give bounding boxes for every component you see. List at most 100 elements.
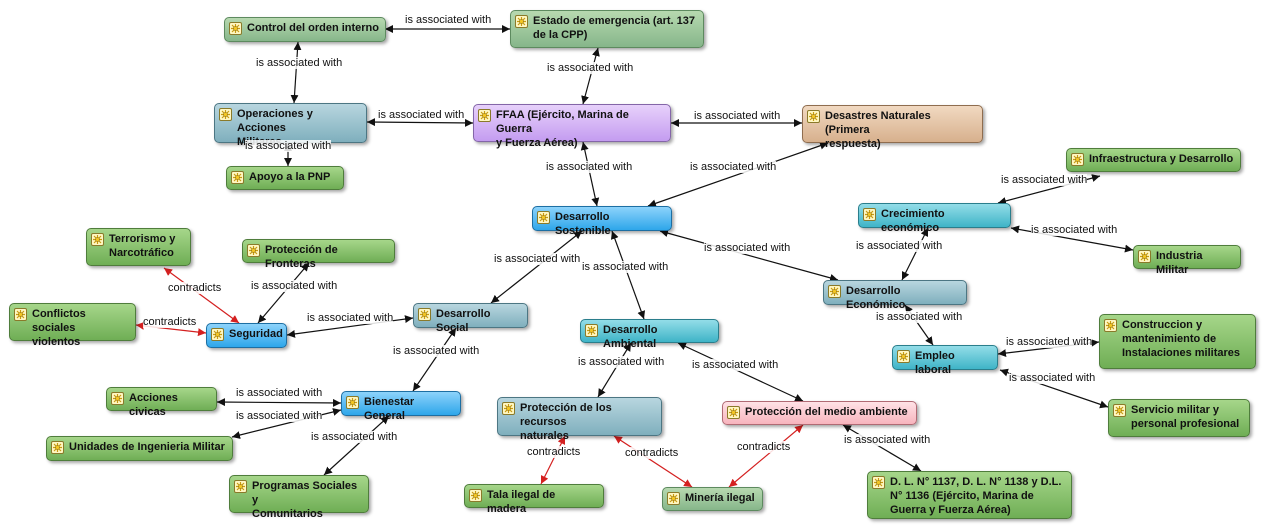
concept-icon [231, 171, 244, 184]
node-acciones[interactable]: Acciones civicas [106, 387, 217, 418]
node-label: Crecimiento económico [881, 208, 945, 234]
node-terrorismo[interactable]: Terrorismo y Narcotráfico [86, 228, 191, 266]
edge-label: is associated with [378, 109, 465, 121]
node-control[interactable]: Control del orden interno [224, 17, 386, 42]
edge-label: contradicts [527, 446, 581, 458]
concept-icon [727, 406, 740, 419]
node-desocial[interactable]: Desarrollo Social [413, 303, 528, 334]
edge-label: contradicts [625, 447, 679, 459]
concept-icon [469, 489, 482, 502]
node-label: Desarrollo Económico [846, 285, 906, 311]
node-label: Construccion y mantenimiento de Instalac… [1122, 319, 1240, 359]
node-conflictos[interactable]: Conflictos sociales violentos [9, 303, 136, 348]
edge-desambiental-proteccionrec [597, 342, 632, 398]
node-crecimiento[interactable]: Crecimiento económico [858, 203, 1011, 234]
concept-icon [872, 476, 885, 489]
edge-label: is associated with [578, 356, 665, 368]
edge-label: is associated with [1031, 224, 1118, 236]
edge-label: is associated with [547, 62, 634, 74]
edge-label: contradicts [143, 316, 197, 328]
edge-proteccionrec-tala [540, 435, 566, 485]
edge-bienestar-unidades [231, 408, 342, 439]
node-programas[interactable]: Programas Sociales y Comunitarios [229, 475, 369, 520]
concept-icon [502, 402, 515, 415]
edge-desostenible-deseconomico [659, 229, 839, 282]
edge-label: is associated with [311, 431, 398, 443]
node-dl[interactable]: D. L. N° 1137, D. L. N° 1138 y D.L. N° 1… [867, 471, 1072, 519]
edge-label: is associated with [245, 140, 332, 152]
node-apoyo[interactable]: Apoyo a la PNP [226, 166, 344, 190]
edge-label: is associated with [844, 434, 931, 446]
node-industria[interactable]: Industria Militar [1133, 245, 1241, 276]
node-seguridad[interactable]: Seguridad [206, 323, 287, 348]
node-label: Desarrollo Sostenible [555, 211, 611, 237]
node-label: Bienestar General [364, 396, 415, 422]
node-empleo[interactable]: Empleo laboral [892, 345, 998, 376]
edge-label: is associated with [546, 161, 633, 173]
node-mineria[interactable]: Minería ilegal [662, 487, 763, 511]
concept-icon [1113, 404, 1126, 417]
node-desastres[interactable]: Desastres Naturales (Primera respuesta) [802, 105, 983, 150]
concept-icon [585, 324, 598, 337]
edge-label: is associated with [582, 261, 669, 273]
edge-label: is associated with [1001, 174, 1088, 186]
concept-icon [478, 109, 491, 122]
node-infra[interactable]: Infraestructura y Desarrollo [1066, 148, 1241, 172]
edge-ffaa-desostenible [580, 141, 600, 207]
node-operaciones[interactable]: Operaciones y Acciones Militares [214, 103, 367, 148]
concept-icon [346, 396, 359, 409]
edge-proteccionmed-dl [842, 424, 922, 472]
edge-label: is associated with [694, 110, 781, 122]
concept-icon [91, 233, 104, 246]
node-deseconomico[interactable]: Desarrollo Económico [823, 280, 967, 311]
node-label: Desastres Naturales (Primera respuesta) [825, 110, 931, 150]
node-label: Minería ilegal [685, 492, 755, 504]
node-label: Control del orden interno [247, 22, 379, 34]
node-servicio[interactable]: Servicio militar y personal profesional [1108, 399, 1250, 437]
edge-control-operaciones [290, 41, 302, 104]
edge-desocial-bienestar [412, 327, 457, 392]
node-label: Protección de los recursos naturales [520, 402, 612, 442]
node-label: Tala ilegal de madera [487, 489, 556, 515]
node-label: Estado de emergencia (art. 137 de la CPP… [533, 15, 696, 41]
node-ffaa[interactable]: FFAA (Ejército, Marina de Guerra y Fuerz… [473, 104, 671, 149]
concept-icon [111, 392, 124, 405]
edge-desambiental-proteccionmed [677, 342, 804, 402]
concept-icon [234, 480, 247, 493]
node-label: Protección de Fronteras [265, 244, 338, 270]
edge-bienestar-programas [323, 415, 390, 476]
concept-icon [1138, 250, 1151, 263]
node-proteccionmed[interactable]: Protección del medio ambiente [722, 401, 917, 425]
node-label: Protección del medio ambiente [745, 406, 908, 418]
node-label: Conflictos sociales violentos [32, 308, 86, 348]
edge-label: is associated with [256, 57, 343, 69]
node-tala[interactable]: Tala ilegal de madera [464, 484, 604, 515]
concept-icon [863, 208, 876, 221]
concept-icon [1104, 319, 1117, 332]
node-construccion[interactable]: Construccion y mantenimiento de Instalac… [1099, 314, 1256, 369]
node-unidades[interactable]: Unidades de Ingenieria Militar [46, 436, 233, 461]
node-label: D. L. N° 1137, D. L. N° 1138 y D.L. N° 1… [890, 476, 1062, 516]
node-label: Programas Sociales y Comunitarios [252, 480, 358, 520]
node-desostenible[interactable]: Desarrollo Sostenible [532, 206, 672, 237]
edge-label: is associated with [876, 311, 963, 323]
edge-label: is associated with [405, 14, 492, 26]
edge-label: is associated with [307, 312, 394, 324]
edge-label: is associated with [494, 253, 581, 265]
concept-icon [51, 441, 64, 454]
node-bienestar[interactable]: Bienestar General [341, 391, 461, 422]
concept-icon [1071, 153, 1084, 166]
node-estado[interactable]: Estado de emergencia (art. 137 de la CPP… [510, 10, 704, 48]
node-fronteras[interactable]: Protección de Fronteras [242, 239, 395, 270]
concept-icon [418, 308, 431, 321]
edge-bienestar-acciones [216, 398, 342, 407]
edge-proteccionrec-mineria [613, 435, 693, 488]
node-label: Desarrollo Ambiental [603, 324, 658, 350]
edge-label: is associated with [393, 345, 480, 357]
node-label: Desarrollo Social [436, 308, 491, 334]
edge-label: is associated with [704, 242, 791, 254]
node-desambiental[interactable]: Desarrollo Ambiental [580, 319, 719, 350]
edge-label: is associated with [1006, 336, 1093, 348]
node-proteccionrec[interactable]: Protección de los recursos naturales [497, 397, 662, 442]
